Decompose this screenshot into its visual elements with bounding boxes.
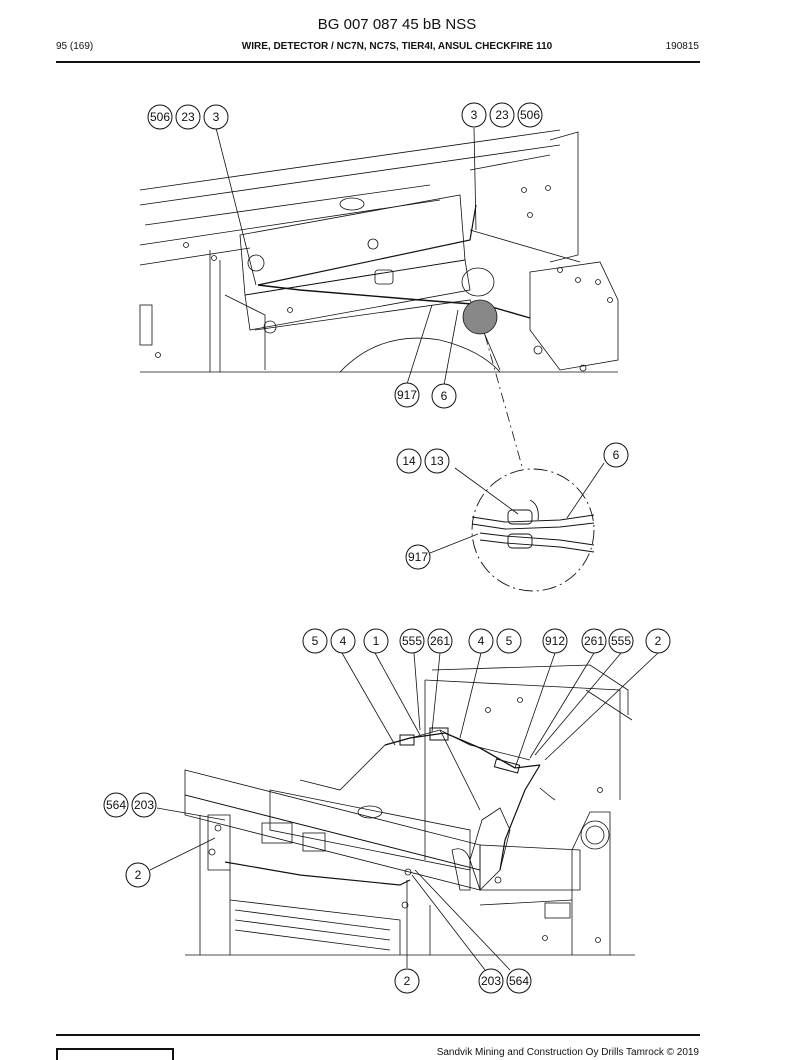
svg-text:2: 2 — [404, 974, 411, 988]
svg-text:6: 6 — [613, 448, 620, 462]
callout-bubble: 203 — [131, 792, 157, 818]
svg-text:13: 13 — [430, 454, 444, 468]
svg-text:2: 2 — [135, 868, 142, 882]
callout-bubble: 203 — [478, 968, 504, 994]
callout-bubble: 4 — [330, 628, 356, 654]
page-footer: Sandvik Mining and Construction Oy Drill… — [0, 1030, 794, 1060]
callouts-detail: 14 13 6 917 — [396, 442, 629, 570]
detail-link-line — [484, 334, 524, 471]
date-code: 190815 — [665, 41, 699, 52]
callout-bubble: 23 — [489, 102, 515, 128]
callouts-bottom: 5 4 1 555 261 4 5 912 261 555 2 564 203 … — [103, 628, 671, 994]
callout-bubble: 261 — [427, 628, 453, 654]
page-number: 95 (169) — [56, 41, 94, 52]
svg-text:506: 506 — [520, 108, 540, 122]
bottom-leaders — [149, 652, 659, 971]
svg-text:917: 917 — [397, 388, 417, 402]
svg-text:4: 4 — [340, 634, 347, 648]
callout-bubble: 917 — [405, 544, 431, 570]
callout-bubble: 555 — [399, 628, 425, 654]
callout-bubble: 5 — [302, 628, 328, 654]
svg-text:2: 2 — [655, 634, 662, 648]
svg-text:5: 5 — [506, 634, 513, 648]
svg-text:14: 14 — [402, 454, 416, 468]
header-rule — [56, 61, 700, 63]
svg-text:4: 4 — [478, 634, 485, 648]
callout-bubble: 555 — [608, 628, 634, 654]
callout-bubble: 2 — [394, 968, 420, 994]
callout-bubble: 917 — [394, 382, 420, 408]
callout-bubble: 3 — [203, 104, 229, 130]
callout-bubble: 5 — [496, 628, 522, 654]
svg-text:203: 203 — [481, 974, 501, 988]
svg-text:3: 3 — [471, 108, 478, 122]
svg-text:912: 912 — [545, 634, 565, 648]
bottom-machine-drawing — [184, 664, 635, 956]
svg-text:555: 555 — [611, 634, 631, 648]
brand-logo — [56, 1048, 174, 1060]
callout-bubble: 261 — [581, 628, 607, 654]
callout-bubble: 1 — [363, 628, 389, 654]
callout-bubble: 564 — [506, 968, 532, 994]
svg-text:5: 5 — [312, 634, 319, 648]
callout-bubble: 2 — [645, 628, 671, 654]
callout-bubble: 506 — [517, 102, 543, 128]
svg-text:23: 23 — [495, 108, 509, 122]
callout-bubble: 23 — [175, 104, 201, 130]
svg-text:261: 261 — [430, 634, 450, 648]
callout-bubble: 14 — [396, 448, 422, 474]
svg-text:917: 917 — [408, 550, 428, 564]
top-machine-drawing — [139, 129, 619, 373]
callout-bubble: 912 — [542, 628, 568, 654]
callout-bubble: 564 — [103, 792, 129, 818]
detail-view — [429, 462, 605, 592]
callout-bubble: 6 — [603, 442, 629, 468]
callout-bubble: 506 — [147, 104, 173, 130]
detail-marker-circle — [462, 299, 498, 335]
callout-bubble: 2 — [125, 862, 151, 888]
document-title: BG 007 087 45 bB NSS — [317, 16, 477, 33]
svg-text:1: 1 — [373, 634, 380, 648]
callout-bubble: 13 — [424, 448, 450, 474]
callout-bubble: 3 — [461, 102, 487, 128]
svg-text:564: 564 — [509, 974, 529, 988]
svg-text:564: 564 — [106, 798, 126, 812]
footer-rule — [56, 1034, 700, 1036]
svg-text:3: 3 — [213, 110, 220, 124]
section-title: WIRE, DETECTOR / NC7N, NC7S, TIER4I, ANS… — [241, 41, 553, 52]
svg-text:506: 506 — [150, 110, 170, 124]
svg-text:261: 261 — [584, 634, 604, 648]
svg-text:6: 6 — [441, 389, 448, 403]
svg-text:555: 555 — [402, 634, 422, 648]
top-leaders — [215, 127, 477, 386]
callout-bubble: 4 — [468, 628, 494, 654]
page-header: BG 007 087 45 bB NSS 95 (169) WIRE, DETE… — [0, 0, 794, 70]
callouts-top: 506 23 3 3 23 506 917 6 — [147, 102, 543, 409]
callout-bubble: 6 — [431, 383, 457, 409]
svg-text:203: 203 — [134, 798, 154, 812]
svg-text:23: 23 — [181, 110, 195, 124]
